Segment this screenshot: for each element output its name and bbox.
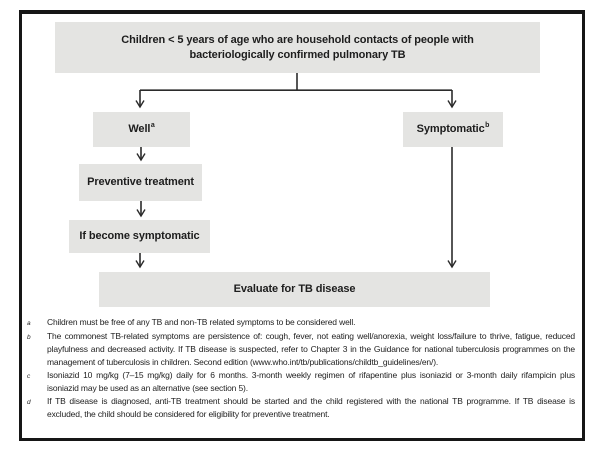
footnote-b: b The commonest TB-related symptoms are … (27, 330, 575, 369)
footnote-ref-b: b (485, 122, 490, 130)
node-well: Wella (93, 112, 190, 147)
node-well-label: Well (128, 123, 151, 135)
footnote-c: c Isoniazid 10 mg/kg (7–15 mg/kg) daily … (27, 369, 575, 395)
footnote-marker: d (27, 399, 31, 406)
node-preventive-treatment-label: Preventive treatment (87, 176, 194, 188)
node-symptomatic-label: Symptomatic (416, 123, 485, 135)
footnote-text: Children must be free of any TB and non-… (47, 317, 356, 327)
node-source-population-line2: bacteriologically confirmed pulmonary TB (189, 48, 406, 61)
node-symptomatic: Symptomaticb (403, 112, 503, 147)
footnote-ref-a: a (150, 122, 155, 130)
node-preventive-treatment: Preventive treatment (79, 164, 202, 201)
node-source-population: Children < 5 years of age who are househ… (55, 22, 540, 73)
footnote-marker: a (27, 320, 31, 327)
footnote-marker: c (27, 373, 31, 380)
node-if-become-symptomatic: If become symptomatic (69, 220, 210, 253)
node-evaluate-tb-disease-label: Evaluate for TB disease (233, 283, 356, 295)
node-if-become-symptomatic-label: If become symptomatic (79, 230, 200, 242)
footnote-text: The commonest TB-related symptoms are pe… (47, 331, 575, 367)
footnote-d: d If TB disease is diagnosed, anti-TB tr… (27, 395, 575, 421)
footnotes-block: a Children must be free of any TB and no… (27, 316, 575, 421)
footnote-text: If TB disease is diagnosed, anti-TB trea… (47, 396, 575, 419)
node-source-population-line1: Children < 5 years of age who are househ… (121, 33, 474, 46)
footnote-marker: b (27, 334, 31, 341)
footnote-a: a Children must be free of any TB and no… (27, 316, 575, 330)
node-evaluate-tb-disease: Evaluate for TB disease (99, 272, 490, 307)
footnote-text: Isoniazid 10 mg/kg (7–15 mg/kg) daily fo… (47, 370, 575, 393)
